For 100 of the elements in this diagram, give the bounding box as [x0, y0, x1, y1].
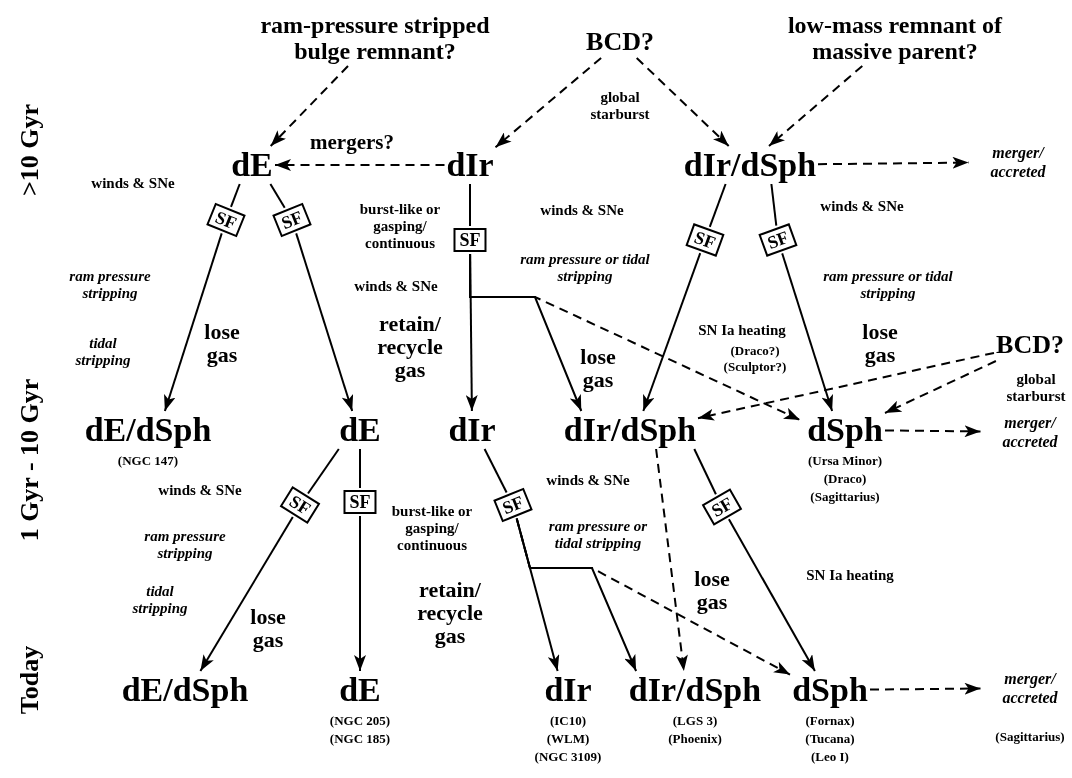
- arrow: [869, 682, 982, 695]
- process-label: tidal stripping: [131, 583, 189, 617]
- galaxy-type-label: dE: [339, 673, 381, 707]
- galaxy-name: (Ursa Minor): [808, 452, 882, 470]
- process-label: winds & SNe: [539, 201, 625, 219]
- process-label: ram pressure or tidal stripping: [822, 268, 954, 302]
- process-label: global starburst: [1005, 371, 1067, 405]
- arrow: [768, 65, 864, 147]
- galaxy-type-label: dIr: [544, 673, 592, 707]
- connector-line: [693, 448, 717, 496]
- process-label: ram pressure stripping: [68, 268, 152, 302]
- galaxy-type-label: dIr/dSph: [563, 413, 697, 447]
- sf-box: SF: [206, 202, 246, 238]
- arrow: [697, 351, 995, 421]
- arrow: [163, 232, 223, 412]
- outcome-label: merger/ accreted: [982, 669, 1072, 707]
- gas-label: lose gas: [579, 345, 617, 391]
- galaxy-name: (Draco): [823, 470, 867, 488]
- galaxy-name: (WLM): [546, 730, 590, 748]
- connector-line: [230, 183, 241, 208]
- galaxy-type-label: dE/dSph: [121, 673, 249, 707]
- arrow: [269, 65, 349, 147]
- arrow: [295, 232, 354, 412]
- process-label: winds & SNe: [157, 481, 243, 499]
- galaxy-type-label: dSph: [792, 673, 868, 707]
- gas-label: retain/ recycle gas: [376, 311, 444, 381]
- galaxy-name: (IC10): [549, 712, 587, 730]
- arrow: [199, 516, 294, 672]
- galaxy-type-label: dIr/dSph: [628, 673, 762, 707]
- sf-box: SF: [453, 228, 487, 252]
- galaxy-type-label: dIr: [446, 148, 494, 182]
- arrow: [642, 252, 702, 412]
- process-label: ram pressure or tidal stripping: [519, 251, 651, 285]
- sf-box: SF: [758, 223, 798, 257]
- arrow: [884, 425, 982, 438]
- process-label: winds & SNe: [90, 174, 176, 192]
- origin-label: low-mass remnant of massive parent?: [760, 12, 1030, 64]
- arrow: [635, 57, 730, 147]
- galaxy-type-label: dE/dSph: [84, 413, 212, 447]
- connector-line: [483, 448, 508, 494]
- outcome-label: merger/ accreted: [982, 413, 1072, 451]
- arrow: [817, 156, 970, 169]
- connector-line: [708, 183, 727, 228]
- time-label: 1 Gyr - 10 Gyr: [16, 378, 44, 542]
- connector-line: [469, 183, 471, 227]
- galaxy-name: (Tucana): [805, 730, 855, 748]
- origin-label: BCD?: [586, 28, 654, 56]
- process-label: winds & SNe: [353, 277, 439, 295]
- arrow: [494, 57, 603, 149]
- process-label: SN Ia heating: [697, 321, 787, 339]
- galaxy-name: (NGC 147): [117, 452, 179, 470]
- galaxy-type-label: dE: [231, 148, 273, 182]
- connector-line: [269, 183, 286, 209]
- galaxy-type-label: dIr/dSph: [683, 148, 817, 182]
- sf-box: SF: [701, 488, 743, 526]
- process-label: burst-like or gasping/ continuous: [390, 502, 474, 554]
- sf-box: SF: [493, 487, 533, 523]
- galaxy-name: (Draco?): [730, 342, 780, 358]
- connector-line: [307, 448, 340, 495]
- gas-label: lose gas: [203, 320, 241, 366]
- process-label: ram pressure stripping: [143, 528, 227, 562]
- sf-box: SF: [685, 223, 725, 257]
- arrow: [354, 515, 366, 672]
- process-label: SN Ia heating: [805, 566, 895, 584]
- process-label: winds & SNe: [819, 197, 905, 215]
- time-label: >10 Gyr: [16, 103, 44, 197]
- galaxy-name: (Fornax): [805, 712, 855, 730]
- arrow: [655, 448, 688, 672]
- process-label: burst-like or gasping/ continuous: [358, 200, 442, 252]
- connector-line: [359, 448, 361, 489]
- galaxy-name: (Sagittarius): [995, 728, 1065, 746]
- galaxy-name: (NGC 185): [329, 730, 391, 748]
- gas-label: lose gas: [693, 567, 731, 613]
- sf-box: SF: [343, 490, 377, 514]
- galaxy-type-label: dSph: [807, 413, 883, 447]
- arrow: [274, 159, 446, 171]
- gas-label: retain/ recycle gas: [416, 577, 484, 647]
- arrow: [515, 517, 791, 676]
- galaxy-name: (NGC 205): [329, 712, 391, 730]
- gas-label: lose gas: [861, 320, 899, 366]
- galaxy-name: (Sculptor?): [723, 358, 787, 374]
- galaxy-type-label: dIr: [448, 413, 496, 447]
- gas-label: lose gas: [249, 605, 287, 651]
- galaxy-name: (LGS 3): [672, 712, 718, 730]
- galaxy-name: (Sagittarius): [810, 488, 880, 506]
- arrow: [781, 252, 834, 412]
- galaxy-name: (Phoenix): [668, 730, 722, 748]
- arrow: [884, 360, 997, 414]
- process-label: ram pressure or tidal stripping: [547, 518, 649, 552]
- galaxy-name: (Leo I): [811, 748, 849, 766]
- process-label: tidal stripping: [74, 335, 132, 369]
- process-label: winds & SNe: [545, 471, 631, 489]
- process-label: global starburst: [589, 89, 651, 123]
- outcome-label: merger/ accreted: [970, 143, 1066, 181]
- sf-box: SF: [272, 202, 312, 238]
- galaxy-name: (NGC 3109): [534, 748, 602, 766]
- sf-box: SF: [279, 486, 321, 524]
- time-label: Today: [16, 645, 44, 715]
- origin-label: BCD?: [996, 331, 1064, 359]
- galaxy-type-label: dE: [339, 413, 381, 447]
